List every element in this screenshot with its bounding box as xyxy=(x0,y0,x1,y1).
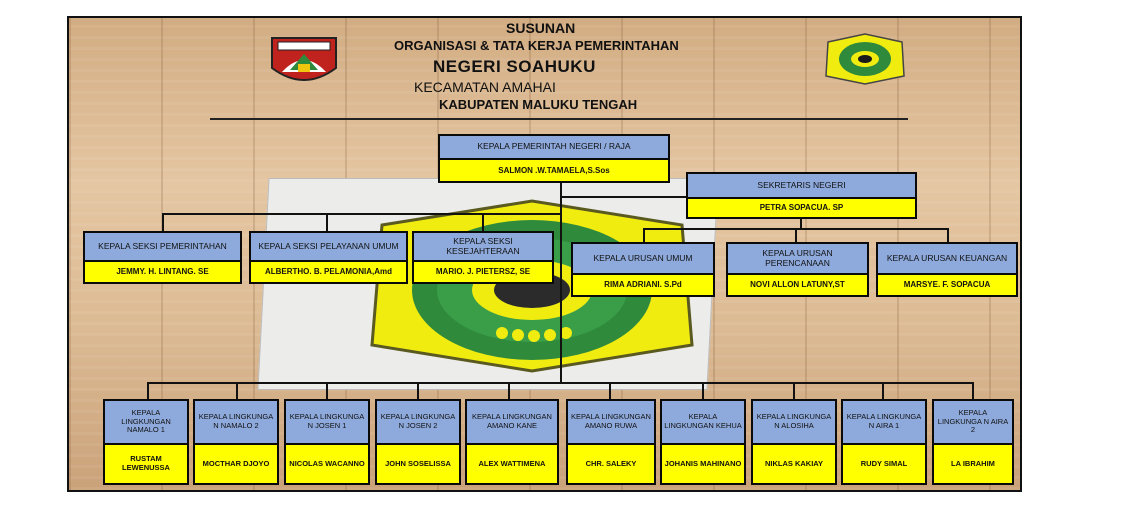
affair-name: RIMA ADRIANI. S.Pd xyxy=(573,273,713,295)
connector-env-2 xyxy=(236,382,238,401)
environment-role: KEPALA LINGKUNGAN AMANO KANE xyxy=(467,401,557,443)
connector-secretary xyxy=(560,196,687,198)
environment-name: CHR. SALEKY xyxy=(568,443,654,483)
environment-name: NICOLAS WACANNO xyxy=(286,443,368,483)
environment-node-namalo-1: KEPALA LINGKUNGAN NAMALO 1 RUSTAM LEWENU… xyxy=(103,399,189,485)
environment-role: KEPALA LINGKUNGA N AIRA 1 xyxy=(843,401,925,443)
environment-node-amano-ruwa: KEPALA LINGKUNGAN AMANO RUWA CHR. SALEKY xyxy=(566,399,656,485)
connector-env-5 xyxy=(508,382,510,401)
environment-role: KEPALA LINGKUNGAN KEHUA xyxy=(662,401,744,443)
environment-name: MOCTHAR DJOYO xyxy=(195,443,277,483)
title-kecamatan: KECAMATAN AMAHAI xyxy=(414,79,556,95)
title-divider xyxy=(210,118,908,120)
environment-name: LA IBRAHIM xyxy=(934,443,1012,483)
section-node-kesejahteraan: KEPALA SEKSI KESEJAHTERAAN MARIO. J. PIE… xyxy=(412,231,554,284)
section-role: KEPALA SEKSI PEMERINTAHAN xyxy=(85,233,240,260)
connector-affair-2 xyxy=(795,228,797,243)
environment-role: KEPALA LINGKUNGA N ALOSIHA xyxy=(753,401,835,443)
section-name: MARIO. J. PIETERSZ, SE xyxy=(414,260,552,282)
environment-role: KEPALA LINGKUNGAN AMANO RUWA xyxy=(568,401,654,443)
affair-role: KEPALA URUSAN PERENCANAAN xyxy=(728,244,867,273)
environment-name: ALEX WATTIMENA xyxy=(467,443,557,483)
provincial-emblem-icon xyxy=(825,33,905,85)
title-kabupaten: KABUPATEN MALUKU TENGAH xyxy=(439,97,638,112)
secretary-name: PETRA SOPACUA. SP xyxy=(688,197,915,217)
secretary-role: SEKRETARIS NEGERI xyxy=(688,174,915,197)
head-role: KEPALA PEMERINTAH NEGERI / RAJA xyxy=(440,136,668,158)
connector-section-2 xyxy=(326,213,328,233)
affair-name: NOVI ALLON LATUNY,ST xyxy=(728,273,867,295)
affair-role: KEPALA URUSAN KEUANGAN xyxy=(878,244,1016,273)
environment-name: RUDY SIMAL xyxy=(843,443,925,483)
title-susunan: SUSUNAN xyxy=(506,20,576,36)
connector-env-9 xyxy=(882,382,884,401)
connector-trunk xyxy=(560,183,562,383)
environment-node-josen-2: KEPALA LINGKUNGA N JOSEN 2 JOHN SOSELISS… xyxy=(375,399,461,485)
head-node: KEPALA PEMERINTAH NEGERI / RAJA SALMON .… xyxy=(438,134,670,183)
section-node-pemerintahan: KEPALA SEKSI PEMERINTAHAN JEMMY. H. LINT… xyxy=(83,231,242,284)
connector-env-4 xyxy=(417,382,419,401)
connector-affair-3 xyxy=(947,228,949,243)
connector-affair-1 xyxy=(643,228,645,243)
section-role: KEPALA SEKSI PELAYANAN UMUM xyxy=(251,233,406,260)
environment-name: JOHN SOSELISSA xyxy=(377,443,459,483)
environment-role: KEPALA LINGKUNGA N AIRA 2 xyxy=(934,401,1012,443)
connector-secretary-down xyxy=(800,218,802,229)
environment-node-aira-1: KEPALA LINGKUNGA N AIRA 1 RUDY SIMAL xyxy=(841,399,927,485)
section-name: ALBERTHO. B. PELAMONIA,Amd xyxy=(251,260,406,282)
environment-name: NIKLAS KAKIAY xyxy=(753,443,835,483)
connector-environments-bar xyxy=(147,382,973,384)
environment-name: RUSTAM LEWENUSSA xyxy=(105,443,187,483)
connector-sections-bar xyxy=(162,213,562,215)
section-role: KEPALA SEKSI KESEJAHTERAAN xyxy=(414,233,552,260)
environment-node-josen-1: KEPALA LINGKUNGA N JOSEN 1 NICOLAS WACAN… xyxy=(284,399,370,485)
connector-env-10 xyxy=(972,382,974,401)
title-organisasi: ORGANISASI & TATA KERJA PEMERINTAHAN xyxy=(394,38,679,53)
connector-env-3 xyxy=(326,382,328,401)
connector-env-6 xyxy=(609,382,611,401)
affair-name: MARSYE. F. SOPACUA xyxy=(878,273,1016,295)
environment-node-namalo-2: KEPALA LINGKUNGA N NAMALO 2 MOCTHAR DJOY… xyxy=(193,399,279,485)
section-node-pelayanan-umum: KEPALA SEKSI PELAYANAN UMUM ALBERTHO. B.… xyxy=(249,231,408,284)
affair-node-umum: KEPALA URUSAN UMUM RIMA ADRIANI. S.Pd xyxy=(571,242,715,297)
connector-env-8 xyxy=(793,382,795,401)
kabupaten-crest-icon xyxy=(271,37,337,81)
environment-node-aira-2: KEPALA LINGKUNGA N AIRA 2 LA IBRAHIM xyxy=(932,399,1014,485)
environment-role: KEPALA LINGKUNGA N NAMALO 2 xyxy=(195,401,277,443)
affair-node-perencanaan: KEPALA URUSAN PERENCANAAN NOVI ALLON LAT… xyxy=(726,242,869,297)
environment-node-alosiha: KEPALA LINGKUNGA N ALOSIHA NIKLAS KAKIAY xyxy=(751,399,837,485)
secretary-node: SEKRETARIS NEGERI PETRA SOPACUA. SP xyxy=(686,172,917,219)
environment-role: KEPALA LINGKUNGA N JOSEN 1 xyxy=(286,401,368,443)
affair-role: KEPALA URUSAN UMUM xyxy=(573,244,713,273)
section-name: JEMMY. H. LINTANG. SE xyxy=(85,260,240,282)
connector-env-1 xyxy=(147,382,149,401)
head-name: SALMON .W.TAMAELA,S.Sos xyxy=(440,158,668,181)
environment-role: KEPALA LINGKUNGA N JOSEN 2 xyxy=(377,401,459,443)
affair-node-keuangan: KEPALA URUSAN KEUANGAN MARSYE. F. SOPACU… xyxy=(876,242,1018,297)
connector-section-3 xyxy=(482,213,484,233)
environment-role: KEPALA LINGKUNGAN NAMALO 1 xyxy=(105,401,187,443)
connector-section-1 xyxy=(162,213,164,233)
title-negeri: NEGERI SOAHUKU xyxy=(433,57,596,76)
environment-node-kehua: KEPALA LINGKUNGAN KEHUA JOHANIS MAHINANO xyxy=(660,399,746,485)
environment-name: JOHANIS MAHINANO xyxy=(662,443,744,483)
environment-node-amano-kane: KEPALA LINGKUNGAN AMANO KANE ALEX WATTIM… xyxy=(465,399,559,485)
connector-env-7 xyxy=(702,382,704,401)
